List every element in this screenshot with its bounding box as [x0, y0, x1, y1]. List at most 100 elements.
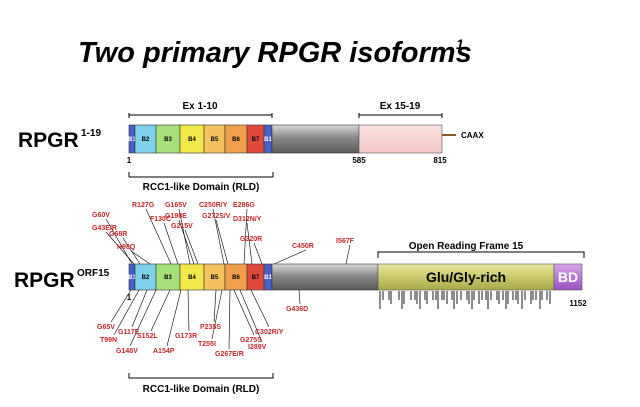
- mutation-leader: [163, 222, 179, 265]
- iso1-blade-label-2: B2: [142, 137, 150, 143]
- orf15-bracket: [377, 251, 585, 258]
- mutation-label: D312N/Y: [233, 216, 262, 223]
- mutation-leader: [178, 219, 195, 265]
- mutation-leader: [243, 208, 248, 265]
- isoform-2-linker: [271, 263, 379, 291]
- iso1-blade-label-3: B3: [164, 137, 172, 143]
- bd-domain: [553, 263, 583, 291]
- caax-label: CAAX: [461, 131, 484, 140]
- mutation-leader: [212, 208, 225, 265]
- isoform-1-19: RPGR 1-19 Ex 1-10 Ex 15-19 B1 B2 B3 B4 B5 B6 B…: [18, 101, 484, 193]
- iso1-blade-4: [179, 124, 205, 154]
- iso1-blade-label-4: B4: [188, 137, 196, 143]
- isoform-1-name: RPGR: [18, 129, 79, 152]
- iso2-blade-4: [179, 263, 205, 291]
- ex-15-19-bracket: [358, 113, 443, 118]
- mutation-leader: [213, 289, 217, 323]
- mutation-label: R127G: [132, 202, 155, 209]
- orf15-label: Open Reading Frame 15: [409, 241, 524, 252]
- mutation-label: C450R: [292, 243, 314, 250]
- mutation-leader: [215, 219, 229, 265]
- isoform-2-name: RPGR: [14, 269, 75, 292]
- iso2-blade-3: [155, 263, 181, 291]
- iso1-blade-label-6: B6: [232, 137, 240, 143]
- iso1-blade-label-5: B5: [211, 137, 219, 143]
- mutation-label: G148V: [116, 348, 138, 355]
- mutation-leader: [184, 229, 199, 265]
- mutation-label: G65V: [97, 324, 115, 331]
- mutation-label: G215V: [171, 223, 193, 230]
- mutation-leader: [187, 289, 190, 332]
- mutation-label: T99N: [100, 337, 117, 344]
- iso2-blade-label-7: B7: [252, 275, 260, 281]
- page-title: Two primary RPGR isoforms: [78, 37, 472, 69]
- mutation-label: E286G: [233, 202, 255, 209]
- ex-1-10-label: Ex 1-10: [182, 101, 217, 112]
- mutation-leader: [253, 242, 263, 265]
- orf15-mutation-marks: [379, 291, 551, 309]
- iso2-blade-label-2: B2: [142, 275, 150, 281]
- mutation-label: G436D: [286, 306, 308, 313]
- mutation-leader-lines: [105, 208, 351, 350]
- mutation-leader: [131, 289, 148, 328]
- mutation-label: S152L: [137, 333, 158, 340]
- isoform-1-rld-label: RCC1-like Domain (RLD): [143, 182, 260, 193]
- mutation-leader: [298, 289, 301, 305]
- mutation-leader: [233, 289, 255, 336]
- isoform-2-pos-1: 1: [127, 293, 132, 302]
- mutation-leader: [166, 289, 182, 347]
- mutation-label: G60V: [92, 212, 110, 219]
- mutation-leader: [211, 289, 223, 340]
- mutation-leader: [145, 208, 172, 265]
- isoform-orf15: RPGR ORF15 Open Reading Frame 15 B1 B2 B3 B…: [14, 202, 587, 395]
- iso1-blade-label-8: B1: [264, 137, 272, 143]
- mutation-leader: [105, 231, 135, 265]
- isoform-1-pos-585: 585: [352, 156, 366, 165]
- mutation-label: G267E/R: [215, 351, 244, 358]
- mutation-label: G68R: [109, 231, 127, 238]
- mutation-label: G198E: [165, 213, 187, 220]
- mutation-label: P235S: [200, 324, 221, 331]
- iso2-blade-label-1: B1: [128, 275, 136, 281]
- isoform-2-pos-1152: 1152: [569, 299, 587, 308]
- mutation-label: G272S/V: [202, 213, 231, 220]
- isoform-1-pos-815: 815: [433, 156, 447, 165]
- isoform-2-rld-bracket: [128, 373, 274, 379]
- mutation-leader: [129, 289, 157, 347]
- title-superscript: 1: [456, 36, 464, 52]
- mutation-label: F130C: [150, 216, 171, 223]
- mutation-label: I289V: [248, 344, 267, 351]
- mutation-label: G117E: [118, 329, 140, 336]
- mutation-label: G275S: [240, 337, 262, 344]
- mutation-label: G43E/R: [92, 225, 117, 232]
- isoform-2-rld-label: RCC1-like Domain (RLD): [143, 384, 260, 395]
- iso2-blade-label-6: B6: [232, 275, 240, 281]
- iso1-blade-label-7: B7: [252, 137, 260, 143]
- glu-gly-rich-region: [377, 263, 555, 291]
- mutation-leader: [246, 222, 253, 265]
- iso2-blade-label-3: B3: [164, 275, 172, 281]
- iso2-blade-label-4: B4: [188, 275, 196, 281]
- mutation-leader: [273, 249, 307, 265]
- mutation-leader: [345, 244, 351, 265]
- mutation-leader: [239, 289, 263, 343]
- isoform-1-linker: [271, 124, 360, 154]
- isoform-1-rld-bracket: [128, 172, 274, 178]
- mutation-label: G320R: [240, 236, 262, 243]
- isoform-2-superscript: ORF15: [77, 268, 110, 279]
- ex-15-19-label: Ex 15-19: [380, 101, 421, 112]
- mutation-label: C302R/Y: [255, 329, 284, 336]
- iso2-blade-label-5: B5: [211, 275, 219, 281]
- mutation-leader: [150, 289, 171, 332]
- isoform-1-superscript: 1-19: [81, 128, 101, 139]
- iso1-blade-3: [155, 124, 181, 154]
- mutation-leader: [250, 289, 270, 328]
- mutation-label: G173R: [175, 333, 197, 340]
- ex-1-10-bracket: [128, 113, 273, 118]
- isoform-1-ex15-19-region: [358, 124, 443, 154]
- mutation-label: C250R/Y: [199, 202, 228, 209]
- mutation-label: A154P: [153, 348, 175, 355]
